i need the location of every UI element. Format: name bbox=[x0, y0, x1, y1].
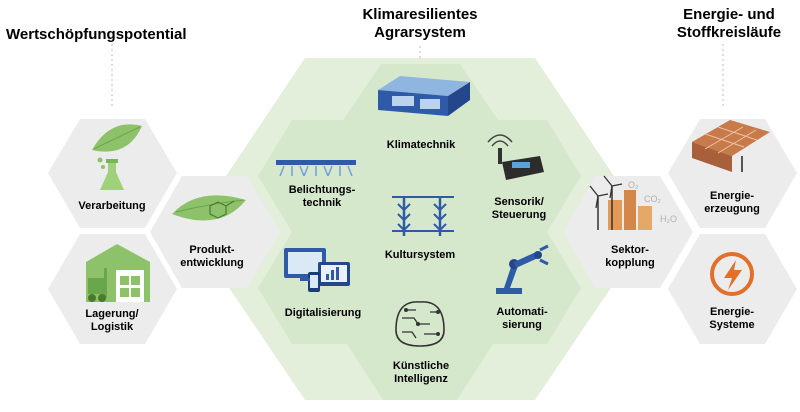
heading-energie-stoffkreislaeufe: Energie- und Stoffkreisläufe bbox=[676, 6, 782, 41]
hex-produktentwicklung[interactable] bbox=[150, 176, 280, 288]
heading-wertschoepfungspotential: Wertschöpfungspotential bbox=[6, 26, 187, 43]
label-sektorkopplung: Sektor- kopplung bbox=[605, 244, 655, 269]
lightning-icon bbox=[710, 252, 754, 296]
label-energieerzeugung: Energie- erzeugung bbox=[704, 190, 760, 215]
plant-rack-icon bbox=[392, 196, 454, 236]
robot-arm-icon bbox=[496, 244, 549, 294]
screens-icon bbox=[284, 248, 350, 292]
label-klimatechnik: Klimatechnik bbox=[386, 139, 456, 151]
leaf-flask-icon bbox=[92, 124, 142, 190]
label-automatisierung: Automati- sierung bbox=[496, 306, 548, 331]
brain-circuit-icon bbox=[395, 301, 445, 347]
gas-label-h2o: H₂O bbox=[660, 214, 677, 224]
label-digitalisierung: Digitalisierung bbox=[284, 307, 362, 319]
label-kultursystem: Kultursystem bbox=[384, 249, 456, 261]
solar-panel-icon bbox=[692, 120, 770, 172]
label-verarbeitung: Verarbeitung bbox=[78, 200, 146, 212]
label-sensorik-steuerung: Sensorik/ Steuerung bbox=[491, 196, 547, 221]
label-lagerung-logistik: Lagerung/ Logistik bbox=[85, 308, 139, 333]
hex-kuenstliche-intelligenz[interactable] bbox=[347, 288, 493, 400]
climate-unit-icon bbox=[378, 76, 470, 116]
sensor-device-icon bbox=[487, 134, 544, 180]
warehouse-forklift-icon bbox=[86, 244, 150, 302]
label-kuenstliche-intelligenz: Künstliche Intelligenz bbox=[392, 360, 450, 385]
hex-sektorkopplung[interactable] bbox=[563, 176, 693, 288]
label-produktentwicklung: Produkt- entwicklung bbox=[180, 244, 244, 269]
city-windturbine-icon bbox=[589, 175, 652, 230]
gas-label-co2: CO₂ bbox=[644, 194, 662, 204]
gas-label-o2: O₂ bbox=[628, 180, 639, 190]
leaf-molecule-icon bbox=[172, 195, 246, 221]
label-belichtungstechnik: Belichtungs- technik bbox=[288, 184, 356, 209]
hex-energiesysteme[interactable] bbox=[668, 234, 797, 344]
heading-klimaresilientes-agrarsystem: Klimaresilientes Agrarsystem bbox=[362, 6, 478, 41]
label-energiesysteme: Energie- Systeme bbox=[709, 306, 755, 331]
light-bar-icon bbox=[276, 160, 356, 177]
